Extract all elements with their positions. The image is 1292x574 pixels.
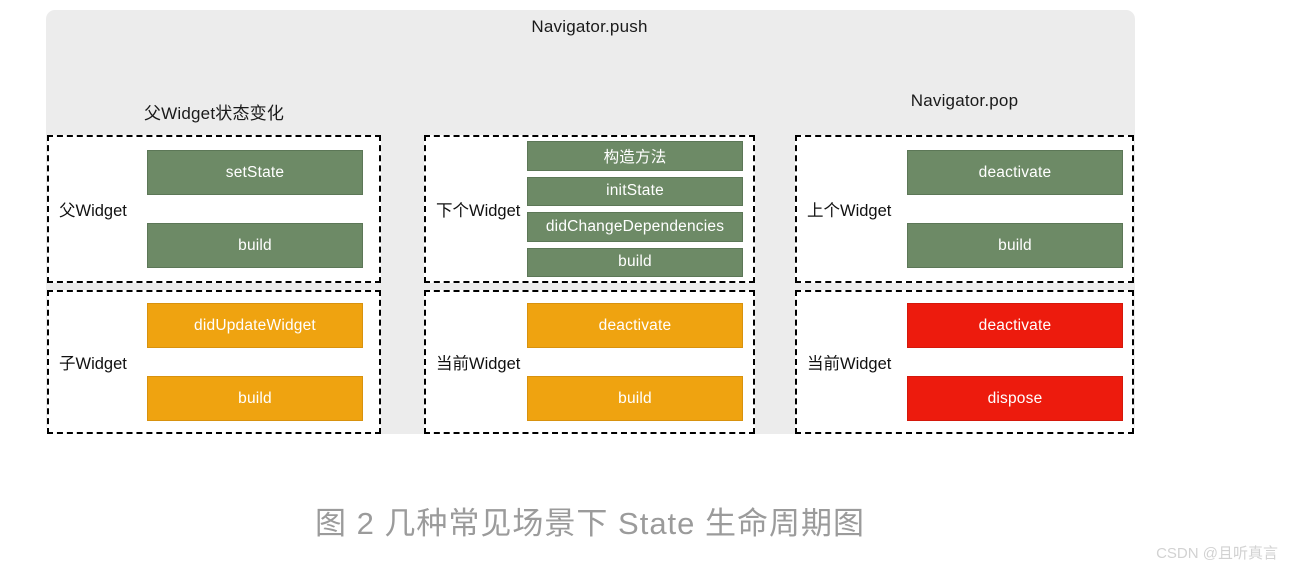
lifecycle-bar-didchangedependencies: didChangeDependencies bbox=[527, 212, 743, 242]
bar-stack-child-widget: didUpdateWidget build bbox=[147, 292, 363, 432]
column-navigator-pop: Navigator.pop 上个Widget deactivate build … bbox=[795, 10, 1134, 434]
lifecycle-bar-build: build bbox=[147, 376, 363, 421]
column-navigator-push: Navigator.push 下个Widget 构造方法 initState d… bbox=[424, 10, 755, 434]
lifecycle-bar-setstate: setState bbox=[147, 150, 363, 195]
lifecycle-bar-deactivate: deactivate bbox=[907, 150, 1123, 195]
lifecycle-bar-build: build bbox=[527, 376, 743, 421]
lifecycle-bar-build: build bbox=[907, 223, 1123, 268]
lifecycle-bar-deactivate: deactivate bbox=[527, 303, 743, 348]
group-label-next-widget: 下个Widget bbox=[436, 202, 521, 220]
lifecycle-bar-deactivate: deactivate bbox=[907, 303, 1123, 348]
group-box-child-widget: 子Widget didUpdateWidget build bbox=[47, 290, 381, 434]
column-title-parent-state-change: 父Widget状态变化 bbox=[143, 104, 285, 123]
lifecycle-bar-build: build bbox=[527, 247, 743, 277]
group-box-next-widget: 下个Widget 构造方法 initState didChangeDepende… bbox=[424, 135, 755, 283]
group-label-current-widget-pop: 当前Widget bbox=[807, 355, 892, 373]
figure-caption: 图 2 几种常见场景下 State 生命周期图 bbox=[314, 506, 866, 541]
group-label-current-widget-push: 当前Widget bbox=[436, 355, 521, 373]
lifecycle-bar-dispose: dispose bbox=[907, 376, 1123, 421]
bar-stack-next-widget: 构造方法 initState didChangeDependencies bui… bbox=[527, 137, 743, 281]
column-parent-state-change: 父Widget状态变化 父Widget setState build 子Widg… bbox=[47, 10, 381, 434]
lifecycle-bar-didupdatewidget: didUpdateWidget bbox=[147, 303, 363, 348]
group-label-parent-widget: 父Widget bbox=[59, 202, 127, 220]
lifecycle-bar-build: build bbox=[147, 223, 363, 268]
group-box-current-widget-push: 当前Widget deactivate build bbox=[424, 290, 755, 434]
column-title-navigator-push: Navigator.push bbox=[531, 17, 648, 36]
group-label-previous-widget: 上个Widget bbox=[807, 202, 892, 220]
lifecycle-bar-initstate: initState bbox=[527, 176, 743, 206]
group-box-previous-widget: 上个Widget deactivate build bbox=[795, 135, 1134, 283]
group-box-current-widget-pop: 当前Widget deactivate dispose bbox=[795, 290, 1134, 434]
group-label-child-widget: 子Widget bbox=[59, 355, 127, 373]
bar-stack-parent-widget: setState build bbox=[147, 137, 363, 281]
state-lifecycle-diagram-panel: 父Widget状态变化 父Widget setState build 子Widg… bbox=[46, 10, 1135, 434]
watermark-label: CSDN @且听真言 bbox=[1156, 545, 1278, 562]
lifecycle-bar-constructor: 构造方法 bbox=[527, 141, 743, 171]
bar-stack-current-widget-pop: deactivate dispose bbox=[907, 292, 1123, 432]
group-box-parent-widget: 父Widget setState build bbox=[47, 135, 381, 283]
column-title-navigator-pop: Navigator.pop bbox=[910, 91, 1019, 110]
bar-stack-previous-widget: deactivate build bbox=[907, 137, 1123, 281]
bar-stack-current-widget-push: deactivate build bbox=[527, 292, 743, 432]
